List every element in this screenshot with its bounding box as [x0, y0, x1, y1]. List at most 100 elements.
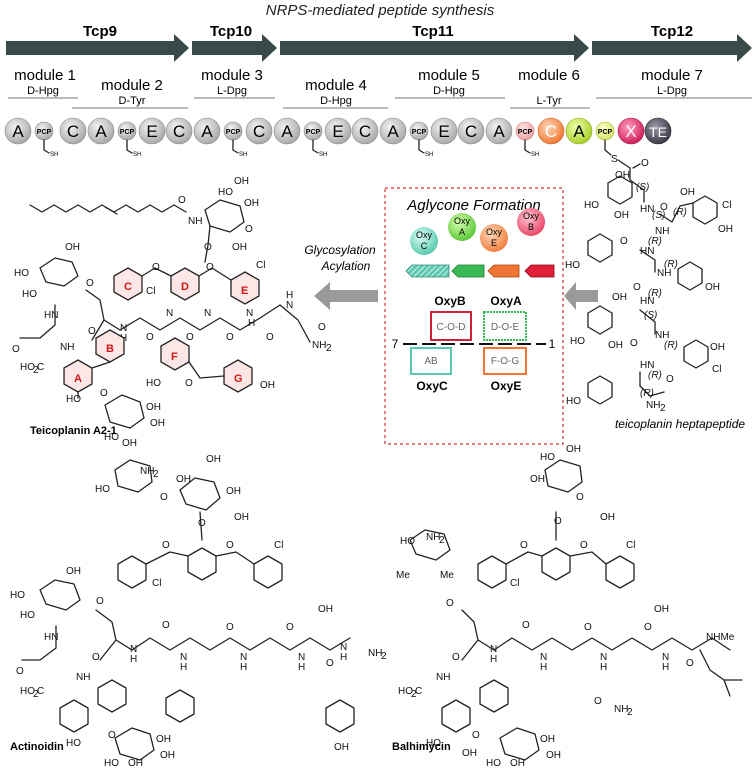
svg-text:OH: OH — [608, 340, 623, 351]
domain-a: A — [379, 117, 407, 145]
svg-text:(R): (R) — [648, 370, 662, 381]
svg-text:N: N — [490, 644, 497, 655]
svg-text:O: O — [96, 596, 104, 607]
svg-text:(S): (S) — [636, 182, 649, 193]
svg-text:C: C — [465, 122, 477, 141]
svg-text:2: 2 — [627, 707, 633, 718]
gene-label-tcp9: Tcp9 — [83, 23, 117, 40]
svg-text:N: N — [600, 652, 607, 663]
svg-text:module 7: module 7 — [641, 67, 703, 84]
svg-text:module 3: module 3 — [201, 67, 263, 84]
svg-text:Cl: Cl — [274, 540, 283, 551]
svg-text:HO: HO — [14, 268, 29, 279]
aglycone-formation-panel: Aglycone Formation Oxy C Oxy A Oxy E Oxy… — [384, 187, 564, 445]
svg-text:H: H — [286, 290, 293, 301]
svg-text:O: O — [226, 332, 234, 343]
svg-text:N: N — [246, 308, 253, 319]
svg-text:HO: HO — [565, 260, 580, 271]
svg-text:N: N — [286, 300, 293, 311]
svg-text:OH: OH — [334, 742, 349, 753]
svg-text:2: 2 — [439, 535, 445, 546]
svg-text:G: G — [234, 373, 243, 385]
svg-text:O: O — [178, 195, 186, 206]
svg-text:O: O — [630, 338, 638, 349]
svg-text:S: S — [611, 154, 618, 165]
svg-text:OxyE: OxyE — [491, 379, 522, 393]
order-arrow-oxya — [451, 264, 485, 278]
domain-e: E — [138, 117, 166, 145]
domain-c: C — [351, 117, 379, 145]
svg-text:PCP: PCP — [120, 129, 135, 136]
svg-text:OH: OH — [318, 604, 333, 615]
svg-text:NHMe: NHMe — [706, 632, 735, 643]
svg-text:HO: HO — [570, 336, 585, 347]
svg-text:A: A — [459, 227, 465, 237]
svg-text:H: H — [240, 662, 247, 673]
svg-text:F: F — [171, 351, 178, 363]
svg-text:H: H — [340, 652, 347, 663]
svg-text:Cl: Cl — [256, 260, 265, 271]
svg-text:C: C — [359, 122, 371, 141]
svg-text:N: N — [204, 308, 211, 319]
module-1-label: module 1 D-Hpg — [8, 67, 78, 99]
svg-text:O: O — [108, 730, 116, 741]
svg-text:HN: HN — [640, 296, 654, 307]
svg-text:HO: HO — [20, 686, 35, 697]
svg-text:O: O — [266, 332, 274, 343]
svg-text:A: A — [12, 122, 24, 141]
domain-a: A — [485, 117, 513, 145]
svg-text:SH: SH — [50, 152, 58, 158]
svg-text:A: A — [573, 122, 585, 141]
compound-label-teicoplanin: Teicoplanin A2-1 — [30, 425, 117, 437]
svg-text:HO: HO — [146, 378, 161, 389]
domain-pcp: PCP — [595, 121, 615, 141]
gene-label-tcp11: Tcp11 — [412, 23, 453, 40]
svg-text:O: O — [286, 622, 294, 633]
svg-text:O: O — [686, 658, 694, 669]
svg-text:O: O — [318, 322, 326, 333]
svg-text:O: O — [554, 516, 562, 527]
svg-text:O: O — [12, 344, 20, 355]
svg-text:NH: NH — [646, 400, 660, 411]
svg-text:OH: OH — [232, 242, 247, 253]
svg-text:OH: OH — [206, 454, 221, 465]
svg-text:OH: OH — [566, 444, 581, 455]
svg-text:L-Dpg: L-Dpg — [217, 85, 247, 97]
svg-text:(R): (R) — [648, 288, 662, 299]
aglycone-title: Aglycone Formation — [406, 197, 540, 214]
svg-text:A: A — [95, 122, 107, 141]
order-arrow-oxyc — [405, 264, 450, 278]
svg-text:HN: HN — [640, 360, 654, 371]
figure-title: NRPS-mediated peptide synthesis — [266, 2, 495, 19]
svg-text:OH: OH — [150, 418, 165, 429]
svg-text:Cl: Cl — [146, 286, 155, 297]
svg-text:C: C — [67, 122, 79, 141]
svg-text:2: 2 — [153, 469, 159, 480]
svg-text:C-O-D: C-O-D — [437, 322, 466, 333]
svg-text:O: O — [660, 202, 668, 213]
svg-text:PCP: PCP — [598, 129, 613, 136]
domain-pcp: PCP SH — [117, 121, 141, 158]
svg-text:L-Tyr: L-Tyr — [536, 95, 561, 107]
svg-text:OH: OH — [226, 486, 241, 497]
svg-text:N: N — [340, 642, 347, 653]
svg-text:OH: OH — [234, 512, 249, 523]
oxyb-enzyme: Oxy B — [517, 208, 545, 236]
svg-text:A: A — [281, 122, 293, 141]
svg-text:(S): (S) — [644, 310, 657, 321]
acylation-label: Acylation — [321, 259, 371, 273]
domain-pcp: PCP SH — [515, 121, 539, 158]
teicoplanin-structure: O NH HO OH OH O O OH C Cl D O O E Cl OH … — [12, 176, 332, 449]
svg-text:O: O — [16, 666, 24, 677]
svg-text:O: O — [326, 658, 334, 669]
svg-text:HO: HO — [22, 289, 37, 300]
domain-te: TE — [644, 117, 672, 145]
svg-text:Cl: Cl — [510, 578, 519, 589]
svg-text:SH: SH — [425, 152, 433, 158]
svg-text:Oxy: Oxy — [486, 227, 503, 237]
module-7-label: module 7 L-Dpg — [596, 67, 752, 99]
domain-a: A — [87, 117, 115, 145]
svg-text:C: C — [545, 122, 557, 141]
svg-text:O: O — [185, 378, 193, 389]
